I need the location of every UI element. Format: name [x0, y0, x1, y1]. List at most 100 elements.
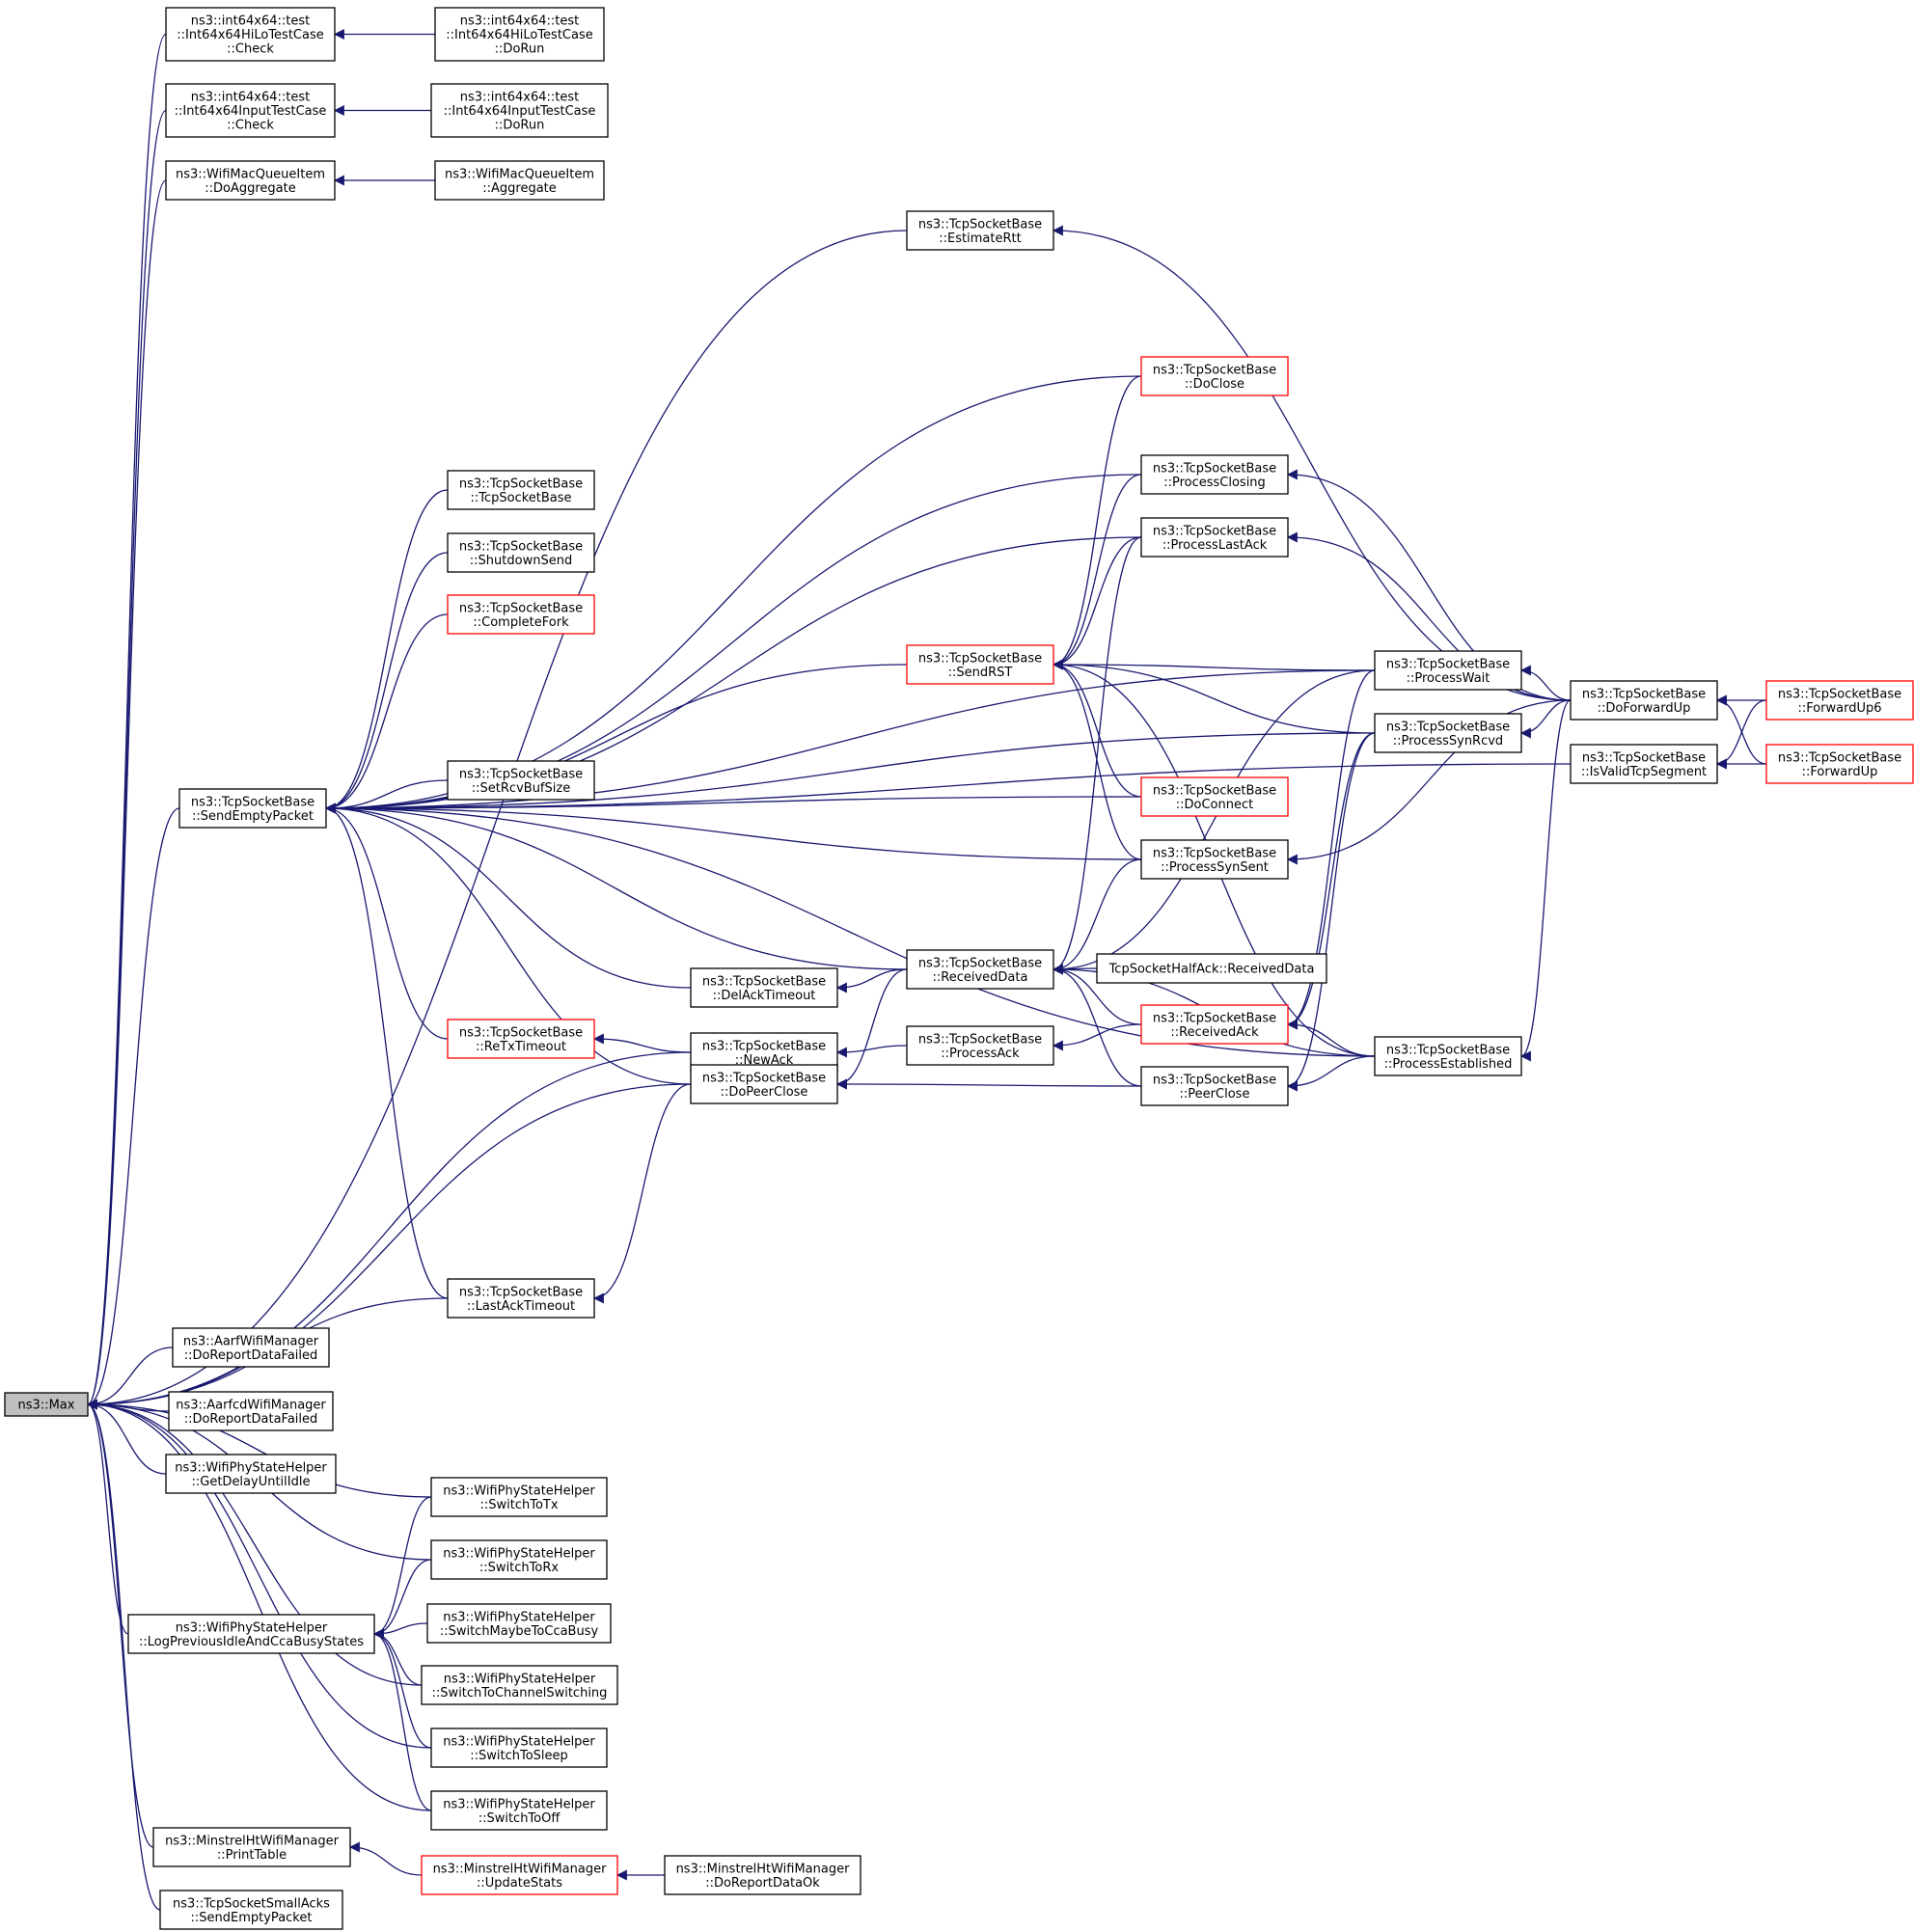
node-label: ::GetDelayUntilIdle — [192, 1475, 311, 1489]
node-wpsh_off[interactable]: ns3::WifiPhyStateHelper::SwitchToOff — [430, 1790, 608, 1831]
node-label: ns3::TcpSocketBase — [918, 651, 1042, 666]
node-processack[interactable]: ns3::TcpSocketBase::ProcessAck — [906, 1025, 1054, 1066]
edge-sendempty-to-procsynsent — [324, 803, 1142, 860]
node-lastacktimeout[interactable]: ns3::TcpSocketBase::LastAckTimeout — [447, 1278, 595, 1319]
node-doclose[interactable]: ns3::TcpSocketBase::DoClose — [1140, 356, 1289, 396]
node-box — [430, 1539, 608, 1580]
node-hilo_dorun[interactable]: ns3::int64x64::test::Int64x64HiLoTestCas… — [434, 7, 605, 62]
node-wpsh_rx[interactable]: ns3::WifiPhyStateHelper::SwitchToRx — [430, 1539, 608, 1580]
node-label: ::Check — [227, 42, 274, 57]
node-label: ::SwitchToRx — [479, 1561, 559, 1575]
node-delacktimeout[interactable]: ns3::TcpSocketBase::DelAckTimeout — [690, 967, 838, 1008]
node-label: ns3::TcpSocketBase — [1778, 750, 1901, 765]
node-label: ::DoAggregate — [205, 181, 296, 196]
edge-receivedack-to-procwait — [1286, 669, 1376, 1030]
node-receiveddata[interactable]: ns3::TcpSocketBase::ReceivedData — [906, 949, 1054, 990]
node-wpsh_sleep[interactable]: ns3::WifiPhyStateHelper::SwitchToSleep — [430, 1728, 608, 1768]
node-label: ns3::TcpSocketBase — [918, 1032, 1042, 1047]
node-box — [447, 532, 595, 573]
node-completefork[interactable]: ns3::TcpSocketBase::CompleteFork — [447, 594, 595, 635]
node-wpsh_maybe[interactable]: ns3::WifiPhyStateHelper::SwitchMaybeToCc… — [426, 1603, 612, 1644]
node-label: ns3::WifiPhyStateHelper — [176, 1620, 328, 1635]
node-box — [1140, 454, 1289, 495]
edge-max-to-aarf_drdf — [86, 1347, 174, 1410]
node-proclastack[interactable]: ns3::TcpSocketBase::ProcessLastAck — [1140, 517, 1289, 558]
node-box — [168, 1391, 334, 1431]
node-label: ::LogPreviousIdleAndCcaBusyStates — [139, 1635, 364, 1649]
node-mht_print[interactable]: ns3::MinstrelHtWifiManager::PrintTable — [152, 1827, 351, 1867]
node-isvalid[interactable]: ns3::TcpSocketBase::IsValidTcpSegment — [1570, 744, 1718, 784]
edge-max-to-wpsh_log — [86, 1399, 129, 1635]
node-label: ns3::TcpSocketBase — [702, 1039, 826, 1053]
edge-max-to-wpsh_off — [86, 1399, 432, 1811]
node-small_sep[interactable]: ns3::TcpSocketSmallAcks::SendEmptyPacket — [159, 1890, 343, 1930]
node-label: ns3::TcpSocketBase — [918, 956, 1042, 970]
node-label: ::ForwardUp6 — [1797, 701, 1881, 716]
node-box — [430, 1728, 608, 1768]
edge-sendrst-to-doclose — [1052, 375, 1142, 670]
node-max[interactable]: ns3::Max — [4, 1392, 89, 1417]
node-box — [1140, 356, 1289, 396]
node-box — [165, 1454, 337, 1494]
node-label: ::ProcessWait — [1407, 671, 1490, 686]
node-wpsh_log[interactable]: ns3::WifiPhyStateHelper::LogPreviousIdle… — [127, 1614, 375, 1654]
edge-max-to-wpsh_getdelay — [86, 1399, 167, 1475]
node-box — [1374, 713, 1522, 753]
node-box — [165, 7, 336, 62]
node-setrcvbuf[interactable]: ns3::TcpSocketBase::SetRcvBufSize — [447, 760, 595, 801]
edge-max-to-wmqi_doagg — [86, 179, 167, 1410]
node-box — [447, 1019, 595, 1059]
edge-receiveddata-to-proclastack — [1052, 536, 1142, 975]
node-procsynsent[interactable]: ns3::TcpSocketBase::ProcessSynSent — [1140, 839, 1289, 880]
node-tcpsocketbase[interactable]: ns3::TcpSocketBase::TcpSocketBase — [447, 470, 595, 510]
node-wpsh_getdelay[interactable]: ns3::WifiPhyStateHelper::GetDelayUntilId… — [165, 1454, 337, 1494]
node-wmqi_agg[interactable]: ns3::WifiMacQueueItem::Aggregate — [434, 160, 605, 201]
node-label: ::DoReportDataFailed — [184, 1348, 318, 1363]
node-shutdownsend[interactable]: ns3::TcpSocketBase::ShutdownSend — [447, 532, 595, 573]
edge-max-to-small_sep — [86, 1399, 161, 1911]
node-box — [1374, 650, 1522, 691]
node-wpsh_chan[interactable]: ns3::WifiPhyStateHelper::SwitchToChannel… — [421, 1665, 618, 1705]
node-hilo_check[interactable]: ns3::int64x64::test::Int64x64HiLoTestCas… — [165, 7, 336, 62]
node-box — [664, 1855, 861, 1895]
node-procestablished[interactable]: ns3::TcpSocketBase::ProcessEstablished — [1374, 1036, 1522, 1076]
node-forwardup[interactable]: ns3::TcpSocketBase::ForwardUp — [1765, 744, 1914, 784]
node-doforwardup[interactable]: ns3::TcpSocketBase::DoForwardUp — [1570, 680, 1718, 721]
node-input_dorun[interactable]: ns3::int64x64::test::Int64x64InputTestCa… — [430, 83, 609, 138]
node-forwardup6[interactable]: ns3::TcpSocketBase::ForwardUp6 — [1765, 680, 1914, 721]
node-label: ns3::TcpSocketBase — [1153, 524, 1276, 538]
node-aarfcd_drdf[interactable]: ns3::AarfcdWifiManager::DoReportDataFail… — [168, 1391, 334, 1431]
node-label: ns3::TcpSocketBase — [1386, 720, 1510, 734]
node-procsynrcvd[interactable]: ns3::TcpSocketBase::ProcessSynRcvd — [1374, 713, 1522, 753]
node-doconnect[interactable]: ns3::TcpSocketBase::DoConnect — [1140, 776, 1289, 817]
node-input_check[interactable]: ns3::int64x64::test::Int64x64InputTestCa… — [165, 83, 336, 138]
node-label: ns3::WifiPhyStateHelper — [443, 1546, 595, 1561]
node-aarf_drdf[interactable]: ns3::AarfWifiManager::DoReportDataFailed — [172, 1327, 330, 1368]
node-label: ::DoReportDataOk — [705, 1876, 820, 1891]
node-procclosing[interactable]: ns3::TcpSocketBase::ProcessClosing — [1140, 454, 1289, 495]
node-procwait[interactable]: ns3::TcpSocketBase::ProcessWait — [1374, 650, 1522, 691]
node-label: ::DoRun — [495, 42, 545, 57]
node-box — [426, 1603, 612, 1644]
node-halfack_rd[interactable]: TcpSocketHalfAck::ReceivedData — [1096, 953, 1327, 984]
node-mht_update[interactable]: ns3::MinstrelHtWifiManager::UpdateStats — [421, 1855, 618, 1895]
node-retxtimeout[interactable]: ns3::TcpSocketBase::ReTxTimeout — [447, 1019, 595, 1059]
node-sendrst[interactable]: ns3::TcpSocketBase::SendRST — [906, 644, 1054, 685]
node-mht_drok[interactable]: ns3::MinstrelHtWifiManager::DoReportData… — [664, 1855, 861, 1895]
node-dopeerclose[interactable]: ns3::TcpSocketBase::DoPeerClose — [690, 1064, 838, 1104]
node-peerclose[interactable]: ns3::TcpSocketBase::PeerClose — [1140, 1066, 1289, 1106]
node-label: ::ReceivedData — [933, 970, 1028, 985]
edge-receivedack-to-procestablished — [1286, 1019, 1376, 1057]
node-label: ns3::int64x64::test — [460, 14, 580, 29]
node-estimate_rtt[interactable]: ns3::TcpSocketBase::EstimateRtt — [906, 210, 1054, 251]
node-sendempty[interactable]: ns3::TcpSocketBase::SendEmptyPacket — [178, 788, 327, 829]
node-receivedack[interactable]: ns3::TcpSocketBase::ReceivedAck — [1140, 1004, 1289, 1045]
node-label: ::ProcessEstablished — [1384, 1057, 1513, 1072]
node-label: ::Aggregate — [482, 181, 557, 196]
node-wpsh_tx[interactable]: ns3::WifiPhyStateHelper::SwitchToTx — [430, 1477, 608, 1517]
node-label: ::ReceivedAck — [1170, 1025, 1259, 1040]
node-label: ns3::TcpSocketBase — [1582, 687, 1706, 701]
node-wmqi_doagg[interactable]: ns3::WifiMacQueueItem::DoAggregate — [165, 160, 336, 201]
edge-receivedack-to-procsynrcvd — [1286, 732, 1376, 1030]
node-box — [4, 1392, 89, 1417]
